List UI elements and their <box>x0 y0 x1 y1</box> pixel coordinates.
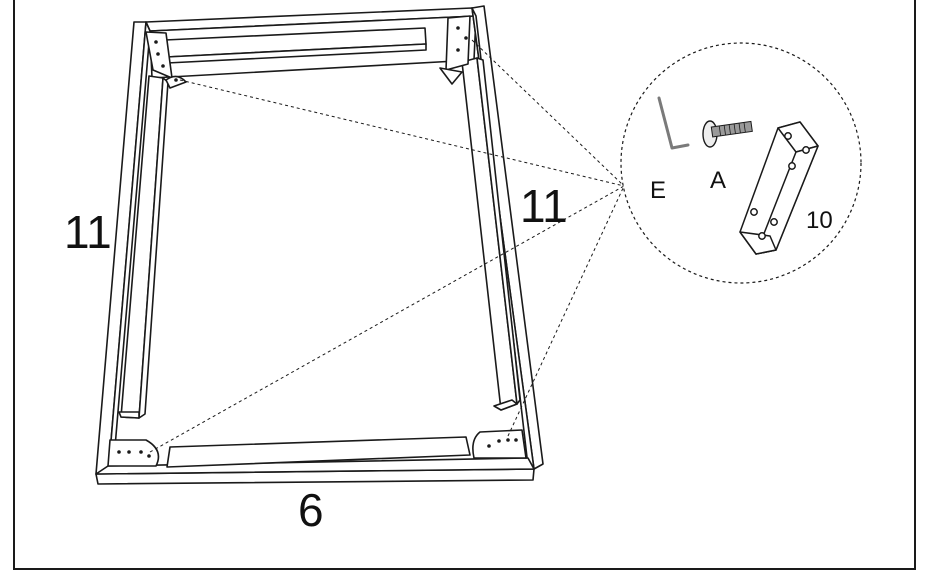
bolt-label: A <box>710 167 726 194</box>
detail-circle <box>620 42 862 284</box>
left-rail <box>95 21 169 478</box>
hex-key-icon <box>657 96 690 150</box>
bed-frame <box>95 5 544 485</box>
corner-bracket-bottom-left <box>107 439 160 467</box>
bolt-icon <box>702 120 753 148</box>
corner-bracket-bottom-right <box>472 429 527 459</box>
corner-bracket-icon <box>739 121 819 255</box>
right-rail <box>461 5 544 470</box>
hex-key-label: E <box>650 177 666 204</box>
top-rail <box>145 7 477 79</box>
page-border <box>13 0 916 570</box>
corner-bracket-top-right <box>439 15 471 85</box>
bottom-rail-label: 6 <box>298 484 324 536</box>
left-rail-label: 11 <box>64 206 112 258</box>
bottom-rail <box>95 436 535 485</box>
corner-bracket-label: 10 <box>806 207 833 234</box>
right-rail-label: 11 <box>520 180 568 232</box>
bracket-holes <box>117 26 518 458</box>
detail-callout <box>149 39 862 453</box>
leader-lines <box>149 39 625 453</box>
